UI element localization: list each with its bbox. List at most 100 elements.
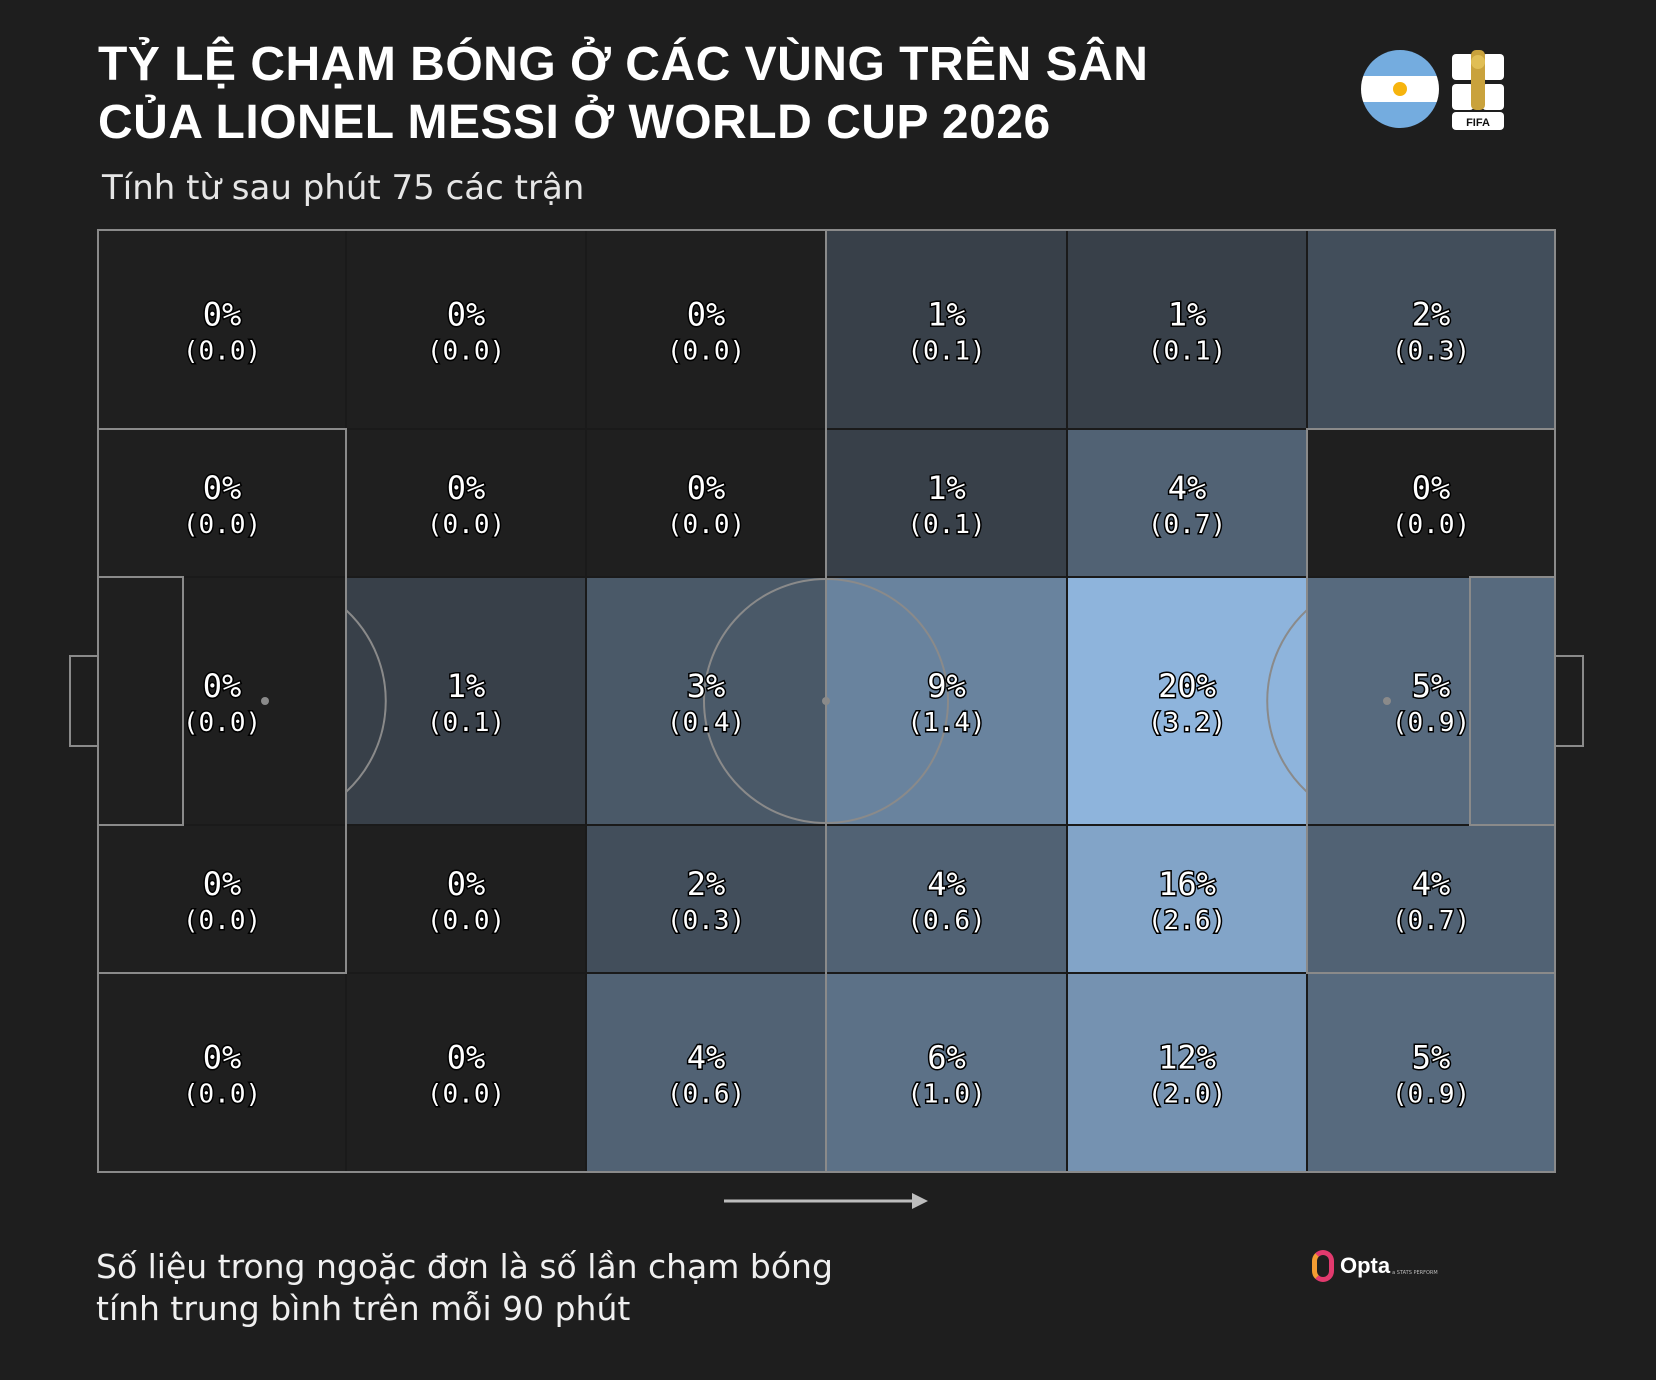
fifa-label: FIFA	[1466, 117, 1490, 129]
zone-touches-r1-c3: (0.0)	[667, 337, 745, 367]
zone-cell-r4-c5	[1066, 824, 1308, 974]
zone-cell-r3-c6	[1306, 576, 1556, 826]
zone-cell-r1-c4	[825, 229, 1068, 430]
left-penalty-arc	[345, 609, 387, 793]
footnote-line-1: Số liệu trong ngoặc đơn là số lần chạm b…	[96, 1247, 833, 1286]
zone-percent-r5-c5: 12%	[1158, 1039, 1216, 1077]
zone-touches-r1-c1: (0.0)	[183, 337, 261, 367]
zone-touches-r5-c1: (0.0)	[183, 1080, 261, 1110]
zone-touches-r2-c5: (0.7)	[1148, 510, 1226, 540]
zone-cell-r5-c5	[1066, 972, 1308, 1173]
zone-touches-r3-c5: (3.2)	[1148, 708, 1226, 738]
zone-cell-r1-c5	[1066, 229, 1308, 430]
zone-percent-r5-c4: 6%	[927, 1039, 966, 1077]
world-cup-2026-logo: FIFA	[1452, 50, 1504, 130]
zone-percent-r2-c5: 4%	[1168, 469, 1207, 507]
opta-subtext: a STATS PERFORM	[1392, 1270, 1438, 1276]
zone-touches-r5-c3: (0.6)	[667, 1080, 745, 1110]
zone-touches-r2-c4: (0.1)	[907, 510, 985, 540]
zone-touches-r3-c3: (0.4)	[667, 708, 745, 738]
zone-percent-r1-c3: 0%	[687, 296, 726, 334]
zone-percent-r1-c4: 1%	[927, 296, 966, 334]
zone-cell-r4-c1	[97, 824, 347, 974]
centre-spot	[822, 697, 830, 705]
opta-mark-icon	[1312, 1250, 1334, 1282]
zone-percent-r1-c2: 0%	[447, 296, 486, 334]
zone-percent-r3-c5: 20%	[1158, 667, 1216, 705]
zone-percent-r2-c6: 0%	[1412, 469, 1451, 507]
zone-touches-r5-c2: (0.0)	[427, 1080, 505, 1110]
zone-percent-r4-c1: 0%	[203, 865, 242, 903]
title-line-1: TỶ LỆ CHẠM BÓNG Ở CÁC VÙNG TRÊN SÂN	[98, 38, 1149, 91]
zone-cell-r1-c3	[585, 229, 827, 430]
zone-cell-r5-c3	[585, 972, 827, 1173]
zone-cell-r3-c4	[825, 576, 1068, 826]
zone-cell-r4-c4	[825, 824, 1068, 974]
zone-percent-r5-c2: 0%	[447, 1039, 486, 1077]
zone-cell-r5-c2	[345, 972, 587, 1173]
zone-cell-r4-c3	[585, 824, 827, 974]
zone-percent-r1-c6: 2%	[1412, 296, 1451, 334]
zone-percent-r3-c6: 5%	[1412, 667, 1451, 705]
right-goal	[1554, 655, 1584, 747]
zone-cell-r1-c6	[1306, 229, 1556, 430]
zone-touches-r4-c2: (0.0)	[427, 906, 505, 936]
zone-cell-r1-c2	[345, 229, 587, 430]
zone-percent-r4-c4: 4%	[927, 865, 966, 903]
footnote-line-2: tính trung bình trên mỗi 90 phút	[96, 1289, 631, 1328]
zone-touches-r2-c2: (0.0)	[427, 510, 505, 540]
argentina-flag-icon	[1361, 50, 1439, 128]
zone-touches-r5-c4: (1.0)	[907, 1080, 985, 1110]
zone-touches-r1-c2: (0.0)	[427, 337, 505, 367]
zone-percent-r5-c3: 4%	[687, 1039, 726, 1077]
left-penalty-spot	[261, 697, 269, 705]
zone-touches-r4-c1: (0.0)	[183, 906, 261, 936]
right-penalty-arc	[1266, 609, 1308, 793]
zone-cell-r5-c1	[97, 972, 347, 1173]
zone-touches-r2-c6: (0.0)	[1392, 510, 1470, 540]
zone-percent-r3-c2: 1%	[447, 667, 486, 705]
zone-percent-r5-c6: 5%	[1412, 1039, 1451, 1077]
zone-percent-r4-c6: 4%	[1412, 865, 1451, 903]
zone-touches-r4-c4: (0.6)	[907, 906, 985, 936]
chart-subtitle: Tính từ sau phút 75 các trận	[102, 168, 585, 208]
zone-touches-r3-c4: (1.4)	[907, 708, 985, 738]
zone-percent-r4-c5: 16%	[1158, 865, 1216, 903]
zone-touches-r1-c6: (0.3)	[1392, 337, 1470, 367]
right-penalty-spot	[1383, 697, 1391, 705]
zone-percent-r2-c2: 0%	[447, 469, 486, 507]
zone-cell-r5-c6	[1306, 972, 1556, 1173]
zone-cell-r2-c2	[345, 428, 587, 578]
zone-percent-r2-c1: 0%	[203, 469, 242, 507]
zone-touches-r1-c4: (0.1)	[907, 337, 985, 367]
zone-percent-r3-c4: 9%	[927, 667, 966, 705]
zone-touches-r3-c2: (0.1)	[427, 708, 505, 738]
zone-percent-r4-c2: 0%	[447, 865, 486, 903]
zone-touches-r4-c3: (0.3)	[667, 906, 745, 936]
title-line-2: CỦA LIONEL MESSI Ở WORLD CUP 2026	[98, 96, 1051, 149]
zone-touches-r3-c1: (0.0)	[183, 708, 261, 738]
zone-percent-r3-c1: 0%	[203, 667, 242, 705]
opta-logo: Opta a STATS PERFORM	[1312, 1246, 1438, 1286]
zone-touches-r3-c6: (0.9)	[1392, 708, 1470, 738]
zone-touches-r4-c6: (0.7)	[1392, 906, 1470, 936]
zone-percent-r4-c3: 2%	[687, 865, 726, 903]
zone-touches-r2-c1: (0.0)	[183, 510, 261, 540]
zone-percent-r5-c1: 0%	[203, 1039, 242, 1077]
zone-percent-r1-c1: 0%	[203, 296, 242, 334]
opta-wordmark: Opta	[1340, 1253, 1391, 1278]
centre-circle	[703, 578, 949, 824]
zone-percent-r3-c3: 3%	[687, 667, 726, 705]
zone-touches-r5-c6: (0.9)	[1392, 1080, 1470, 1110]
zone-cell-r3-c3	[585, 576, 827, 826]
zone-touches-r1-c5: (0.1)	[1148, 337, 1226, 367]
zone-touches-r5-c5: (2.0)	[1148, 1080, 1226, 1110]
zone-touches-r2-c3: (0.0)	[667, 510, 745, 540]
zone-cell-r2-c3	[585, 428, 827, 578]
attack-direction-arrow	[724, 1193, 928, 1209]
footnote: Số liệu trong ngoặc đơn là số lần chạm b…	[96, 1246, 833, 1330]
zone-percent-r2-c3: 0%	[687, 469, 726, 507]
left-goal	[69, 655, 99, 747]
zone-cell-r4-c6	[1306, 824, 1556, 974]
